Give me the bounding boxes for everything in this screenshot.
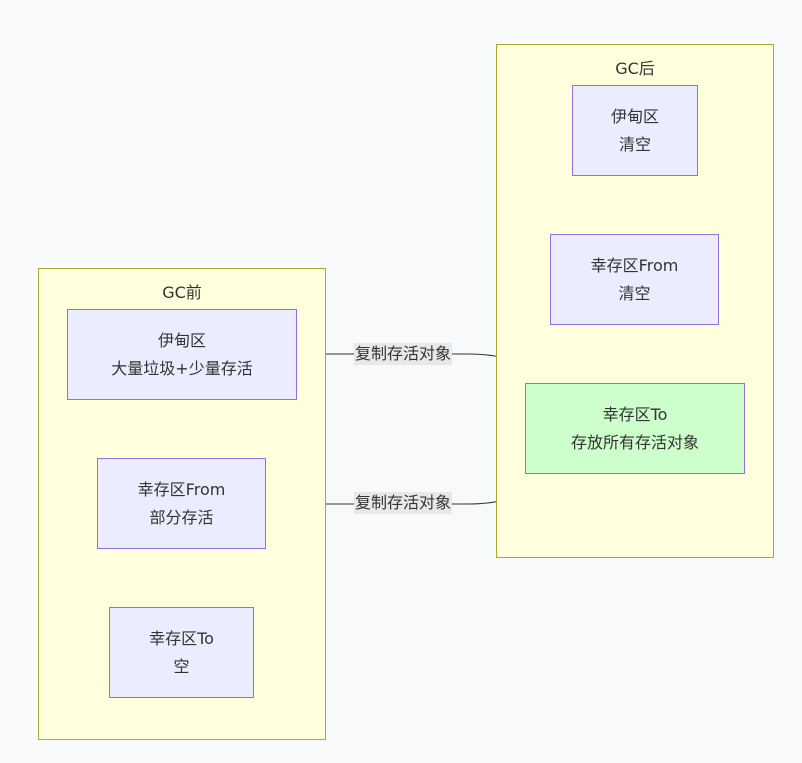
node-eden-before-line2: 大量垃圾+少量存活 xyxy=(111,358,253,378)
node-from-before-line1: 幸存区From xyxy=(137,479,226,499)
node-to-before-line2: 空 xyxy=(173,656,190,676)
cluster-title-gc-after: GC后 xyxy=(615,59,655,78)
node-from-before: 幸存区From 部分存活 xyxy=(97,458,266,549)
node-from-after-line1: 幸存区From xyxy=(590,255,679,275)
node-to-after-line1: 幸存区To xyxy=(602,404,668,424)
node-eden-after: 伊甸区 清空 xyxy=(572,85,698,176)
node-eden-after-line1: 伊甸区 xyxy=(610,106,659,126)
edge-label-eden-copy: 复制存活对象 xyxy=(354,343,453,365)
node-to-after-line2: 存放所有存活对象 xyxy=(570,432,699,452)
node-eden-before-line1: 伊甸区 xyxy=(157,330,206,350)
cluster-title-gc-before: GC前 xyxy=(162,283,202,302)
node-from-after: 幸存区From 清空 xyxy=(550,234,719,325)
node-to-before: 幸存区To 空 xyxy=(109,607,254,698)
node-to-after: 幸存区To 存放所有存活对象 xyxy=(525,383,745,474)
node-eden-before: 伊甸区 大量垃圾+少量存活 xyxy=(67,309,297,400)
node-eden-after-line2: 清空 xyxy=(618,134,651,154)
edge-label-from-copy: 复制存活对象 xyxy=(354,492,453,514)
node-to-before-line1: 幸存区To xyxy=(149,628,214,648)
node-from-after-line2: 清空 xyxy=(618,283,651,303)
node-from-before-line2: 部分存活 xyxy=(149,507,214,527)
